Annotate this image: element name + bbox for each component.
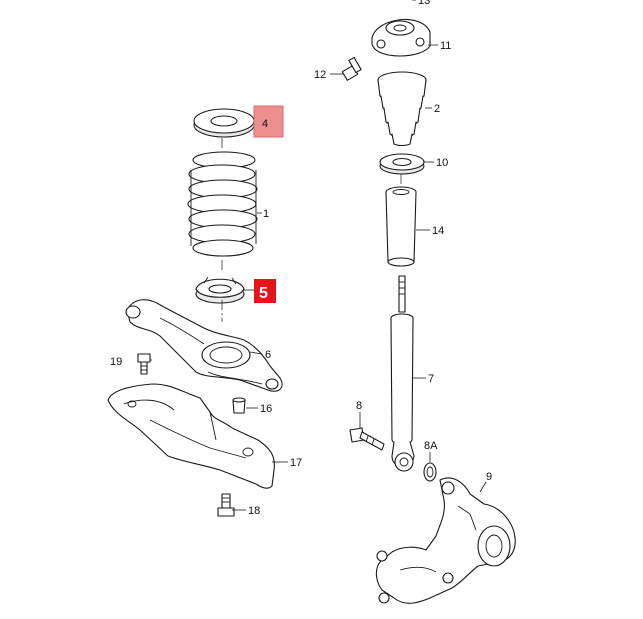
- lower-spring-seat: [195, 276, 245, 304]
- part-5-highlight-box: [254, 279, 276, 303]
- callout-9[interactable]: 9: [486, 471, 492, 483]
- callout-12[interactable]: 12: [314, 69, 326, 81]
- subframe-bracket: [107, 383, 275, 489]
- callout-7[interactable]: 7: [428, 373, 434, 385]
- bump-stop-16: [232, 397, 246, 414]
- callout-8[interactable]: 8: [356, 400, 362, 412]
- bolt-19: [137, 353, 151, 375]
- shock-absorber: [390, 275, 415, 472]
- protective-tube: [385, 186, 417, 267]
- callout-4[interactable]: 4: [262, 118, 268, 130]
- callout-6[interactable]: 6: [265, 349, 271, 361]
- strut-top-mount: [371, 18, 431, 57]
- nut-8a: [423, 462, 437, 482]
- callout-1[interactable]: 1: [263, 208, 269, 220]
- bolt-18: [217, 493, 235, 517]
- callout-13[interactable]: 13: [418, 0, 430, 7]
- callout-2[interactable]: 2: [434, 103, 440, 115]
- callout-18[interactable]: 18: [248, 505, 260, 517]
- callout-17[interactable]: 17: [290, 457, 302, 469]
- lower-control-arm: [125, 299, 283, 392]
- part-4-highlight-box: [253, 105, 284, 138]
- strut-seat-washer: [379, 153, 425, 175]
- bolt-12: [341, 56, 362, 81]
- callout-14[interactable]: 14: [432, 225, 444, 237]
- upper-spring-seat-washer: [193, 108, 255, 138]
- callout-19[interactable]: 19: [110, 356, 122, 368]
- callout-5[interactable]: 5: [259, 285, 268, 302]
- callout-8a[interactable]: 8A: [424, 440, 438, 452]
- callout-11[interactable]: 11: [440, 40, 451, 52]
- bolt-8: [349, 427, 385, 451]
- coil-spring: [187, 151, 258, 257]
- callout-16[interactable]: 16: [260, 403, 272, 415]
- callout-10[interactable]: 10: [436, 157, 448, 169]
- wheel-bearing-housing: [375, 477, 516, 604]
- strut-bump-stop: [377, 71, 427, 147]
